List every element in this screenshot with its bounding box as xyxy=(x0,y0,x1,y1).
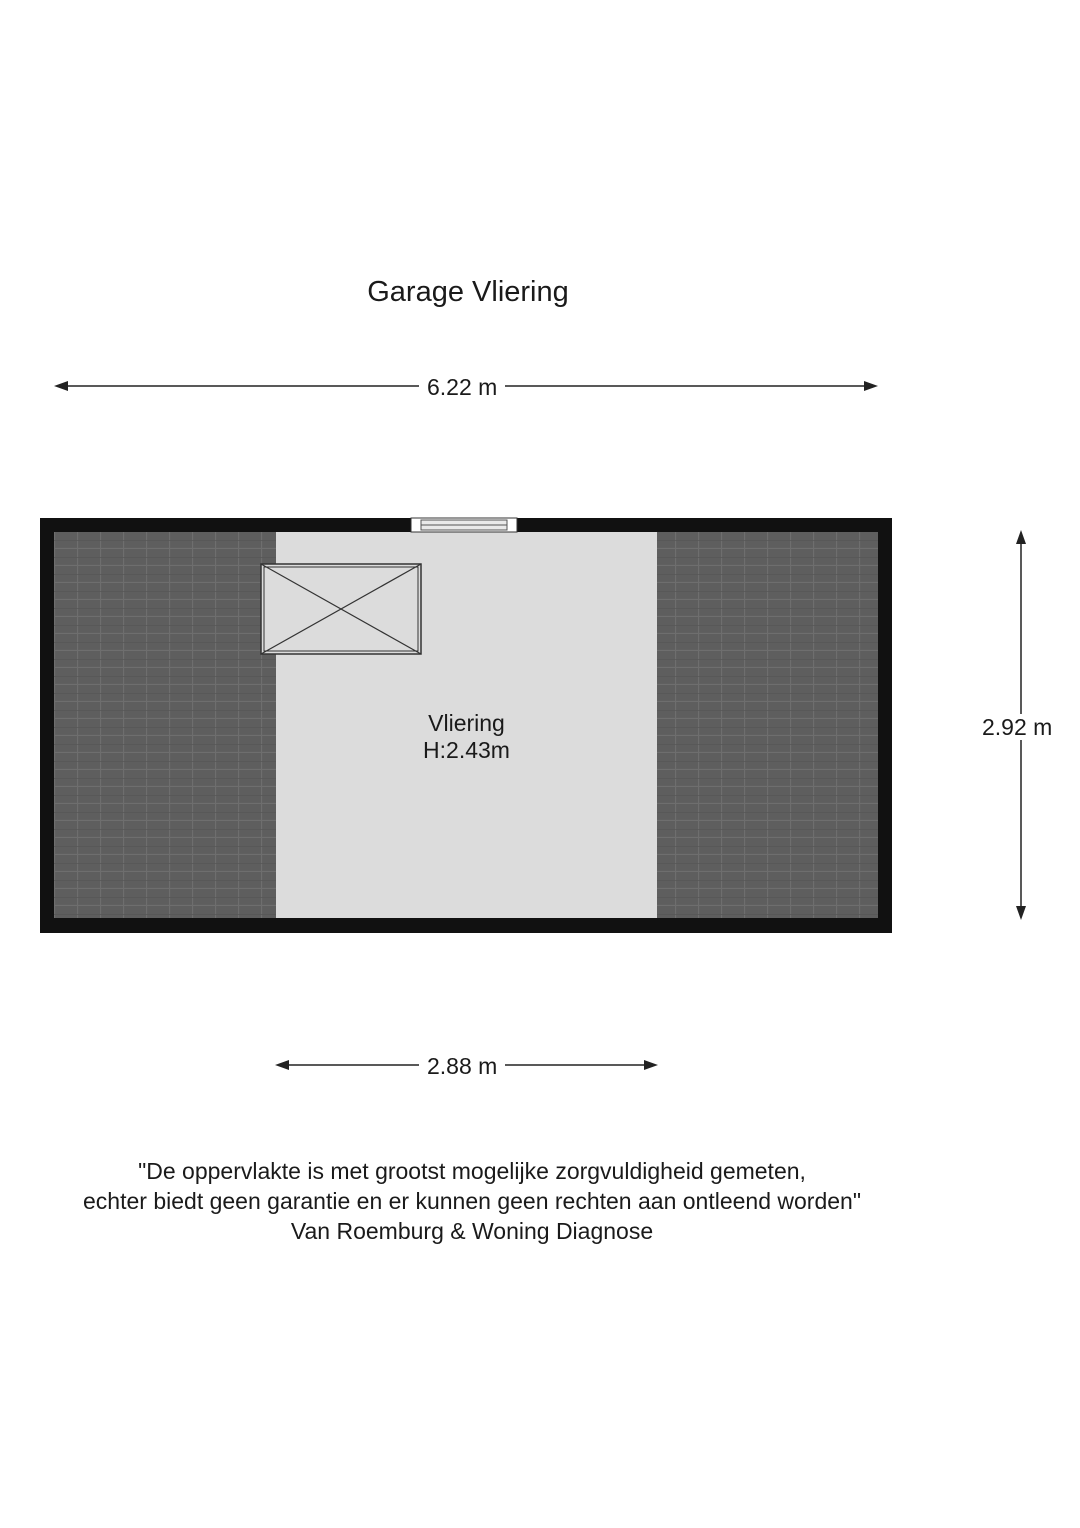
disclaimer-line-2: echter biedt geen garantie en er kunnen … xyxy=(83,1188,861,1214)
plan-title: Garage Vliering xyxy=(367,276,569,308)
room-height: H:2.43m xyxy=(423,737,510,763)
dimension-label-bottom: 2.88 m xyxy=(419,1053,506,1079)
window-icon xyxy=(410,517,518,533)
disclaimer-line-1: "De oppervlakte is met grootst mogelijke… xyxy=(138,1158,806,1184)
room-name: Vliering xyxy=(428,710,505,736)
disclaimer: "De oppervlakte is met grootst mogelijke… xyxy=(0,1156,944,1246)
dimension-label-top: 6.22 m xyxy=(419,374,506,400)
room-label: Vliering H:2.43m xyxy=(276,710,657,764)
dimension-label-right: 2.92 m xyxy=(974,714,1061,740)
roof-slope-right xyxy=(657,532,878,918)
hatch-icon xyxy=(260,563,422,655)
roof-slope-left xyxy=(54,532,276,918)
disclaimer-line-3: Van Roemburg & Woning Diagnose xyxy=(290,1218,654,1244)
